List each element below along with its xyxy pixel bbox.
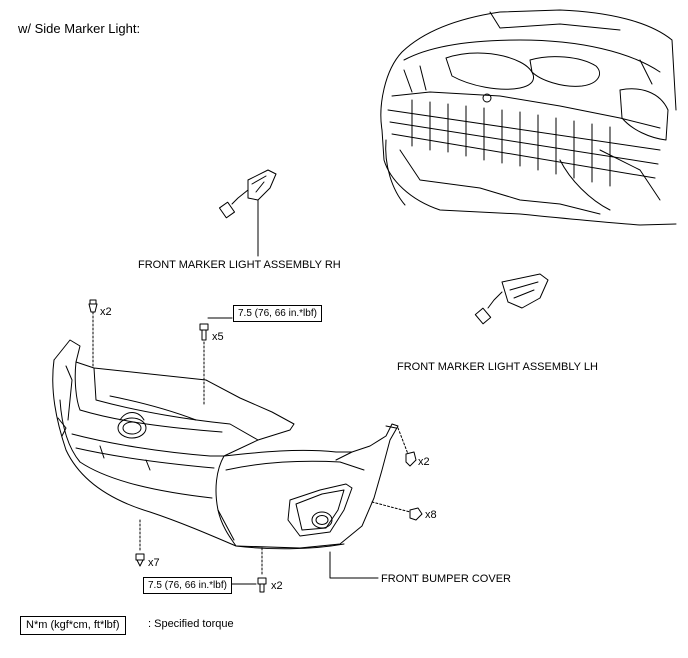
- qty-bottom-bolt: x2: [271, 580, 283, 592]
- qty-bottom-clip: x7: [148, 557, 160, 569]
- qty-top-bolt: x5: [212, 331, 224, 343]
- fastener-bottom-clip: [135, 519, 145, 567]
- fastener-right-screw: [371, 501, 423, 521]
- label-marker-light-lh: FRONT MARKER LIGHT ASSEMBLY LH: [397, 361, 598, 373]
- fastener-bottom-bolt: [227, 547, 267, 593]
- marker-light-rh-illustration: [218, 169, 277, 257]
- bumper-cover-illustration: [52, 339, 399, 550]
- fastener-right-clip: [397, 427, 417, 467]
- torque-spec-bottom: 7.5 (76, 66 in.*lbf): [143, 577, 232, 594]
- page-title: w/ Side Marker Light:: [18, 21, 141, 36]
- fastener-top-left: [88, 299, 98, 369]
- qty-top-left-clip: x2: [100, 306, 112, 318]
- marker-light-lh-illustration: [474, 273, 549, 325]
- legend-torque-box: N*m (kgf*cm, ft*lbf): [20, 616, 126, 635]
- leader-bumper-cover: [329, 551, 379, 579]
- qty-right-screw: x8: [425, 509, 437, 521]
- torque-spec-top: 7.5 (76, 66 in.*lbf): [233, 305, 322, 322]
- legend-torque-description: : Specified torque: [148, 618, 234, 630]
- fastener-top-bolt: [199, 317, 233, 405]
- vehicle-front-illustration: [380, 9, 677, 226]
- label-marker-light-rh: FRONT MARKER LIGHT ASSEMBLY RH: [138, 259, 341, 271]
- label-bumper-cover: FRONT BUMPER COVER: [381, 573, 511, 585]
- qty-right-clip: x2: [418, 456, 430, 468]
